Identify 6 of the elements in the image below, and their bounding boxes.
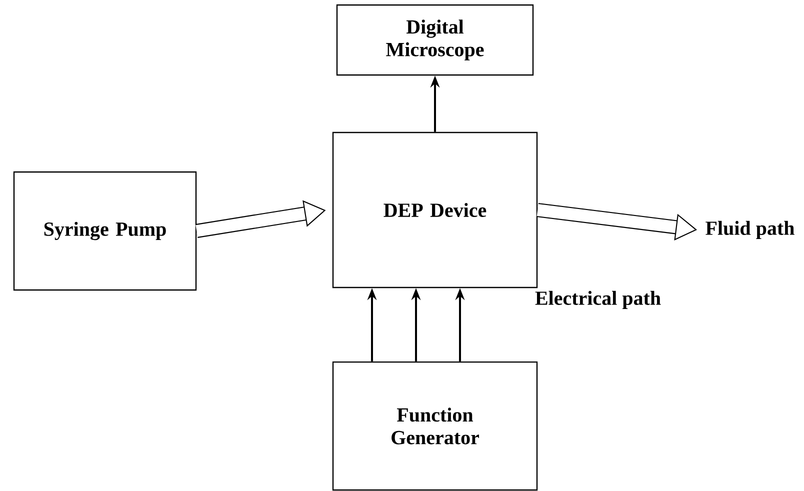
path-label: Electrical path <box>535 290 661 310</box>
device-box: Digital Microscope <box>336 4 534 76</box>
device-box: DEP Device <box>332 132 538 288</box>
device-box: Syringe Pump <box>13 171 197 291</box>
path-label: Fluid path <box>706 220 794 240</box>
device-box: Function Generator <box>332 361 538 491</box>
